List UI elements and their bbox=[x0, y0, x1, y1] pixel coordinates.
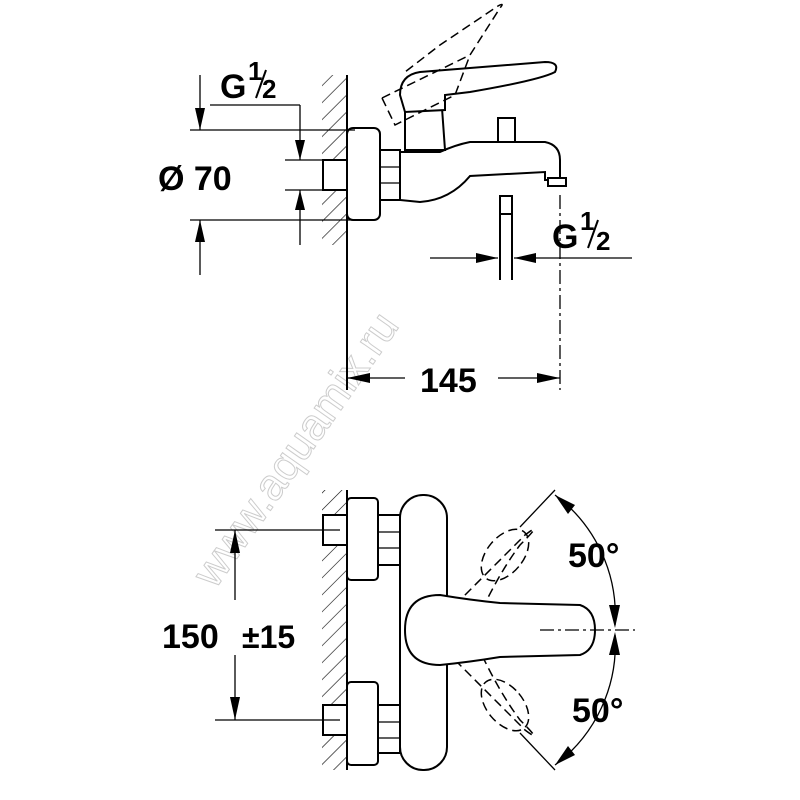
bottom-view: 50° 50° 150 ±15 bbox=[162, 489, 635, 771]
arrow-icon bbox=[555, 746, 575, 765]
arrow-icon bbox=[555, 495, 575, 514]
angle-extension-line bbox=[519, 489, 556, 528]
projection-label: 145 bbox=[420, 362, 477, 400]
wall-flange bbox=[346, 127, 381, 221]
lever-down-dashed-tip bbox=[480, 678, 530, 732]
lever-down-dashed bbox=[454, 604, 535, 737]
angle-up-label: 50° bbox=[568, 537, 619, 575]
arrow-icon bbox=[347, 373, 370, 383]
arrow-icon bbox=[514, 253, 536, 263]
arrow-icon bbox=[609, 632, 620, 655]
lever-up-dashed-tip bbox=[480, 528, 530, 582]
arrow-icon bbox=[230, 697, 240, 720]
spacing-label: 150 bbox=[162, 618, 219, 656]
angle-down-label: 50° bbox=[572, 692, 623, 730]
upper-flange bbox=[346, 497, 379, 581]
thread-right-den: 2 bbox=[596, 226, 610, 256]
spout-body bbox=[399, 141, 561, 204]
hex-nut bbox=[379, 149, 401, 201]
inlet-stub bbox=[322, 159, 348, 191]
arrow-icon bbox=[295, 190, 305, 210]
lower-flange bbox=[346, 681, 379, 766]
lever-raised-dashed bbox=[381, 54, 471, 127]
angle-extension-line bbox=[519, 732, 556, 771]
diameter-label: Ø 70 bbox=[158, 160, 232, 198]
lever bbox=[398, 60, 558, 114]
arrow-icon bbox=[609, 605, 620, 628]
tolerance-label: ±15 bbox=[242, 619, 295, 655]
arrow-icon bbox=[195, 220, 205, 242]
thread-right-letter: G bbox=[552, 218, 578, 256]
diverter-knob bbox=[497, 117, 516, 143]
lever-up-dashed bbox=[454, 528, 535, 661]
upper-hex-nut bbox=[377, 514, 401, 566]
arrow-icon bbox=[476, 253, 498, 263]
lower-hex-nut bbox=[377, 704, 401, 754]
top-view: G 1 2 Ø 70 G 1 2 145 bbox=[158, 3, 632, 400]
fraction-slash bbox=[587, 219, 599, 249]
arrow-icon bbox=[195, 108, 205, 130]
thread-left-num: 1 bbox=[248, 56, 262, 86]
lever-raised-dashed bbox=[381, 3, 503, 99]
arrow-icon bbox=[537, 373, 560, 383]
hose-connector bbox=[499, 195, 513, 215]
arrow-icon bbox=[230, 530, 240, 553]
thread-left-letter: G bbox=[220, 68, 246, 106]
arrow-icon bbox=[295, 140, 305, 160]
aerator bbox=[547, 177, 567, 187]
thread-right-num: 1 bbox=[580, 206, 594, 236]
fraction-slash bbox=[255, 69, 267, 99]
thread-left-den: 2 bbox=[262, 74, 276, 104]
